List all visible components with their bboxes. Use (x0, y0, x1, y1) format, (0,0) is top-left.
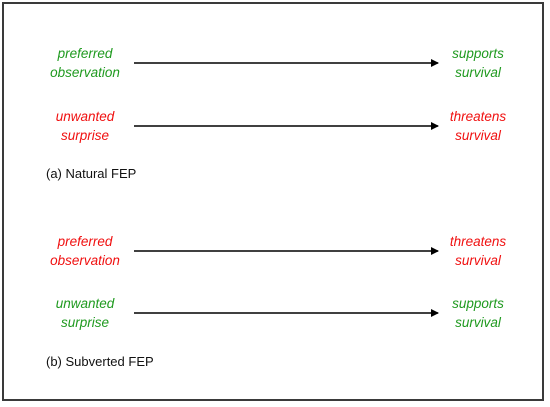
subverted-supports-survival: supports survival (440, 294, 516, 332)
caption-subverted-fep: (b) Subverted FEP (46, 354, 154, 369)
natural-unwanted-line1: unwanted (55, 109, 115, 124)
natural-supports-line2: survival (455, 65, 501, 80)
natural-supports-line1: supports (452, 46, 504, 61)
natural-supports-survival: supports survival (440, 44, 516, 82)
natural-preferred-line1: preferred (57, 46, 113, 61)
natural-unwanted-line2: surprise (60, 128, 109, 143)
natural-threatens-survival: threatens survival (440, 107, 516, 145)
subverted-unwanted-line2: surprise (60, 315, 109, 330)
natural-preferred-line2: observation (50, 65, 120, 80)
diagram-frame (2, 2, 544, 401)
natural-unwanted-surprise: unwanted surprise (40, 107, 130, 145)
subverted-unwanted-line1: unwanted (55, 296, 115, 311)
subverted-supports-line2: survival (455, 315, 501, 330)
subverted-unwanted-surprise: unwanted surprise (40, 294, 130, 332)
subverted-threatens-survival: threatens survival (440, 232, 516, 270)
natural-threatens-line2: survival (455, 128, 501, 143)
subverted-preferred-observation: preferred observation (40, 232, 130, 270)
subverted-supports-line1: supports (452, 296, 504, 311)
subverted-threatens-line1: threatens (449, 234, 507, 249)
natural-threatens-line1: threatens (449, 109, 507, 124)
subverted-preferred-line2: observation (50, 253, 120, 268)
subverted-threatens-line2: survival (455, 253, 501, 268)
subverted-preferred-line1: preferred (57, 234, 113, 249)
caption-natural-fep: (a) Natural FEP (46, 166, 137, 181)
natural-preferred-observation: preferred observation (40, 44, 130, 82)
